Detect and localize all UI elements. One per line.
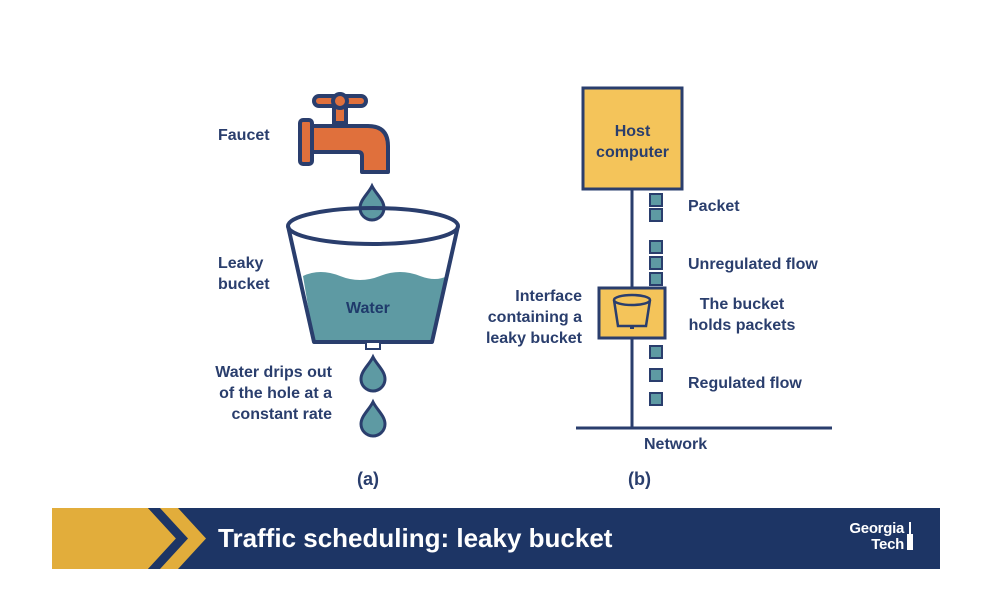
georgia-tech-logo: Georgia Tech bbox=[849, 520, 904, 553]
water-drop-icon bbox=[358, 182, 386, 222]
host-computer-box bbox=[581, 86, 684, 191]
packets bbox=[649, 193, 663, 406]
drips-label: Water drips out of the hole at a constan… bbox=[215, 364, 332, 423]
caption-a: (a) bbox=[357, 469, 379, 489]
small-bucket-icon bbox=[612, 293, 652, 329]
packet bbox=[649, 345, 663, 359]
bucket-label: Leaky bucket bbox=[218, 255, 270, 293]
water-drop-icon bbox=[359, 398, 387, 438]
slide-title: Traffic scheduling: leaky bucket bbox=[218, 523, 613, 553]
faucet-icon bbox=[298, 92, 390, 174]
packet bbox=[649, 368, 663, 382]
faucet-label: Faucet bbox=[218, 127, 270, 144]
bucket-holds-label: The bucket holds packets bbox=[688, 296, 796, 334]
packet bbox=[649, 193, 663, 207]
caption-b: (b) bbox=[628, 469, 651, 489]
leaky-bucket-icon bbox=[286, 206, 460, 350]
chevron-decoration bbox=[52, 508, 206, 569]
interface-box bbox=[597, 286, 667, 340]
packet bbox=[649, 256, 663, 270]
water-label: Water bbox=[346, 300, 390, 317]
water-drop-icon bbox=[359, 353, 387, 393]
packet bbox=[649, 208, 663, 222]
network-label: Network bbox=[644, 436, 708, 453]
packet bbox=[649, 240, 663, 254]
unregulated-flow-label: Unregulated flow bbox=[688, 256, 818, 273]
tower-icon bbox=[907, 522, 913, 550]
packet bbox=[649, 272, 663, 286]
packet-label: Packet bbox=[688, 198, 740, 215]
regulated-flow-label: Regulated flow bbox=[688, 375, 802, 392]
interface-label: Interface containing a leaky bucket bbox=[485, 288, 582, 347]
packet bbox=[649, 392, 663, 406]
water-fill bbox=[303, 272, 447, 342]
host-computer-label: Host computer bbox=[596, 123, 669, 161]
title-banner: Traffic scheduling: leaky bucket Georgia… bbox=[52, 508, 940, 569]
